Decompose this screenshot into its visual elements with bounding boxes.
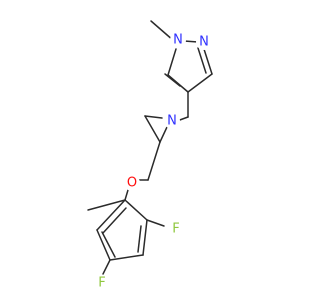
bond <box>87 199 126 211</box>
bond <box>96 199 126 231</box>
bond <box>146 219 165 227</box>
bond <box>142 219 148 256</box>
bond <box>137 225 142 253</box>
bond <box>187 73 213 93</box>
bond <box>124 199 148 221</box>
oxygen-atom-ether: O <box>124 175 140 191</box>
molecule-structure: N N N O F F <box>87 20 213 291</box>
nitrogen-atom-pyrazole: N <box>196 34 212 50</box>
bond <box>101 231 116 258</box>
nitrogen-atom-methyl: N <box>170 32 186 48</box>
atom-label: F <box>172 222 179 237</box>
bond <box>144 115 163 119</box>
atom-label: F <box>98 276 105 291</box>
bond <box>159 126 168 143</box>
bond <box>183 40 199 43</box>
atom-label: N <box>167 114 177 129</box>
bond <box>147 141 161 181</box>
atom-label: N <box>199 35 209 50</box>
bond <box>109 254 144 261</box>
bond <box>102 207 127 234</box>
atom-label: O <box>127 176 137 191</box>
bond <box>150 20 175 42</box>
atoms: N N N O F F <box>94 32 212 291</box>
bond <box>144 115 161 143</box>
structure-canvas: N N N O F F <box>87 20 213 291</box>
bonds <box>87 20 213 275</box>
bond <box>102 259 111 275</box>
bond <box>167 48 177 76</box>
bond <box>197 47 207 74</box>
fluorine-atom-bottom: F <box>94 275 110 291</box>
atom-label: N <box>173 33 183 48</box>
bond <box>96 229 111 261</box>
bond <box>202 45 213 75</box>
bond <box>124 189 129 201</box>
bond <box>164 73 181 87</box>
fluorine-atom-top: F <box>168 221 184 237</box>
nitrogen-atom-aziridine: N <box>164 113 180 129</box>
